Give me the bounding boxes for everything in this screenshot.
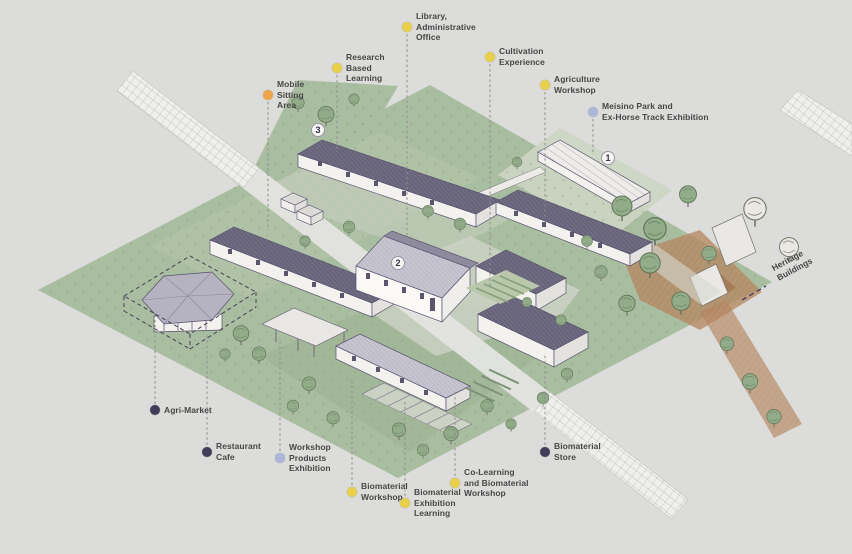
label-cultivation-text: Cultivation Experience xyxy=(499,46,545,67)
label-mobile-sitting-dot xyxy=(263,89,273,100)
label-agriculture: Agriculture Workshop xyxy=(540,74,600,95)
heritage-marker-1: 1 xyxy=(601,151,615,165)
label-cultivation-dot xyxy=(485,51,495,62)
label-research-dot xyxy=(332,62,342,73)
label-restaurant-dot xyxy=(202,446,212,457)
heritage-marker-3: 3 xyxy=(311,123,325,137)
heritage-dash-symbol xyxy=(741,285,767,301)
label-biomaterial-workshop-text: Biomaterial Workshop xyxy=(361,481,408,502)
label-library-text: Library, Administrative Office xyxy=(416,11,476,43)
label-library-dot xyxy=(402,21,412,32)
pergola-exhibition-learning xyxy=(361,382,473,436)
label-agri-market: Agri-Market xyxy=(150,405,212,416)
label-workshop-products-dot xyxy=(275,452,285,463)
label-biomaterial-exhibition-dot xyxy=(400,497,410,508)
label-co-learning: Co-Learning and Biomaterial Workshop xyxy=(450,467,529,499)
label-workshop-products: Workshop Products Exhibition xyxy=(275,442,331,474)
label-agriculture-dot xyxy=(540,79,550,90)
label-biomaterial-workshop-dot xyxy=(347,486,357,497)
label-biomaterial-store-text: Biomaterial Store xyxy=(554,441,601,462)
garden-plots xyxy=(465,270,540,402)
mobile-sitting-modules xyxy=(280,192,324,226)
label-mobile-sitting: Mobile Sitting Area xyxy=(263,79,304,111)
label-meisino-dot xyxy=(588,106,598,117)
label-agriculture-text: Agriculture Workshop xyxy=(554,74,600,95)
label-co-learning-text: Co-Learning and Biomaterial Workshop xyxy=(464,467,529,499)
label-mobile-sitting-text: Mobile Sitting Area xyxy=(277,79,305,111)
label-biomaterial-exhibition-text: Biomaterial Exhibition Learning xyxy=(414,487,461,519)
label-research-text: Research Based Learning xyxy=(346,52,385,84)
label-workshop-products-text: Workshop Products Exhibition xyxy=(289,442,331,474)
label-co-learning-dot xyxy=(450,477,460,488)
building-ex-horse-track xyxy=(537,139,651,214)
heritage-marker-2: 2 xyxy=(391,256,405,270)
label-biomaterial-store: Biomaterial Store xyxy=(540,441,601,462)
label-meisino: Meisino Park and Ex-Horse Track Exhibiti… xyxy=(588,101,709,122)
label-biomaterial-workshop: Biomaterial Workshop xyxy=(347,481,408,502)
label-agri-market-dot xyxy=(150,405,160,416)
label-meisino-text: Meisino Park and Ex-Horse Track Exhibiti… xyxy=(602,101,709,122)
building-biomaterial-store xyxy=(477,295,589,368)
label-restaurant-text: Restaurant Cafe xyxy=(216,441,261,462)
label-library: Library, Administrative Office xyxy=(402,11,476,43)
canopy-workshop-products xyxy=(261,307,349,357)
label-cultivation: Cultivation Experience xyxy=(485,46,545,67)
label-biomaterial-store-dot xyxy=(540,446,550,457)
label-research: Research Based Learning xyxy=(332,52,385,84)
label-restaurant: Restaurant Cafe xyxy=(202,441,261,462)
leader-lines xyxy=(154,34,594,496)
building-workshop-long xyxy=(209,226,397,318)
label-agri-market-text: Agri-Market xyxy=(164,405,212,415)
building-biomaterial-workshop xyxy=(335,333,471,412)
label-biomaterial-exhibition: Biomaterial Exhibition Learning xyxy=(400,487,461,519)
heritage-dashed-outline xyxy=(123,255,257,350)
pavilion-agri-market xyxy=(141,271,235,333)
